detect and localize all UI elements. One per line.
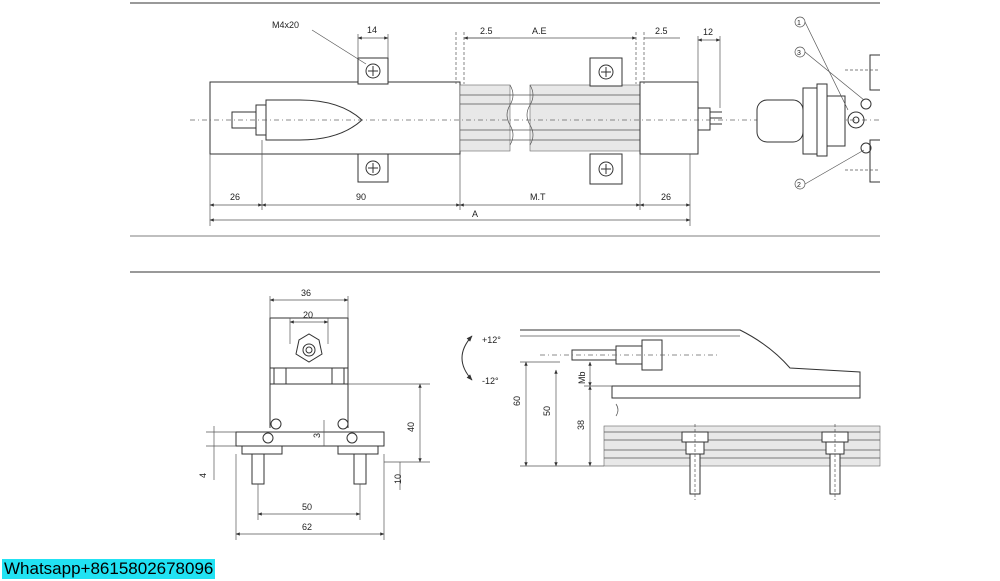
dim-26-right: 26 [661, 192, 671, 202]
side-label-mb: Mb [577, 371, 587, 384]
mounting-clamp-bottom-right [589, 153, 623, 185]
dim-40: 40 [406, 422, 416, 432]
dim-14: 14 [367, 25, 377, 35]
top-view: M4x20 14 2.5 A.E 2.5 12 26 [130, 2, 880, 273]
base-plate [235, 431, 385, 447]
dim-62: 62 [302, 522, 312, 532]
side-housing-top [520, 329, 861, 386]
angle-plus: +12° [482, 335, 501, 345]
dim-26-left: 26 [230, 192, 240, 202]
connector-pins [697, 107, 722, 131]
side-dim-60: 60 [512, 396, 522, 406]
side-bolt-right [821, 424, 849, 500]
dim-10: 10 [393, 474, 403, 484]
dim-3: 3 [312, 433, 322, 438]
side-bolt-left [681, 424, 709, 500]
label-a: A [472, 209, 478, 219]
dim-2-5-right: 2.5 [655, 26, 668, 36]
label-screw: M4x20 [272, 20, 299, 30]
side-view: +12° -12° [461, 329, 881, 500]
callout-3: 3 [797, 50, 801, 57]
watermark-whatsapp: Whatsapp+8615802678096 [2, 559, 216, 579]
side-dim-50: 50 [542, 406, 552, 416]
dim-2-5-left: 2.5 [480, 26, 493, 36]
end-view: 36 20 40 10 3 4 50 62 [198, 288, 430, 540]
dim-90: 90 [356, 192, 366, 202]
swivel-angle-arc [461, 335, 473, 381]
angle-minus: -12° [482, 376, 499, 386]
dim-4: 4 [198, 473, 208, 478]
dim-12: 12 [703, 27, 713, 37]
leader-screw [311, 29, 367, 65]
mounting-clamp-bottom-left [357, 153, 389, 183]
mounting-clamp-top-right [589, 57, 623, 87]
callout-1: 1 [797, 20, 801, 27]
side-dim-38: 38 [576, 420, 586, 430]
dim-36: 36 [301, 288, 311, 298]
hex-nut [295, 333, 323, 363]
guide-rail [459, 84, 641, 152]
label-mt: M.T [530, 192, 546, 202]
label-ae: A.E [532, 26, 547, 36]
end-cap [639, 81, 699, 155]
callout-2: 2 [797, 182, 801, 189]
rod-end-detail [756, 54, 880, 183]
dim-50: 50 [302, 502, 312, 512]
dim-20: 20 [303, 310, 313, 320]
